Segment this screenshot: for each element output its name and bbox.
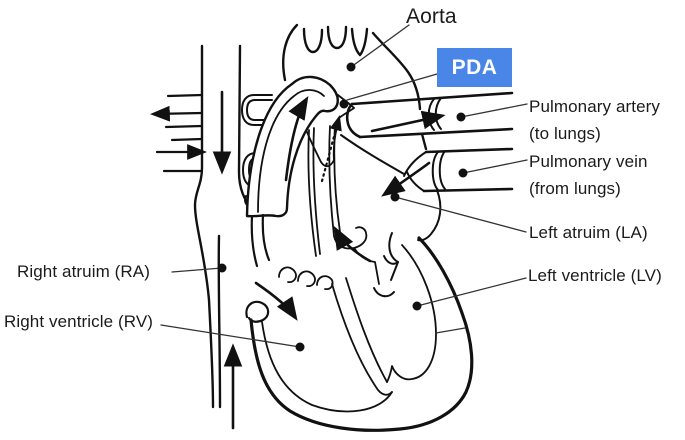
left-atrium-label: Left atruim (LA) bbox=[529, 223, 648, 242]
aorta-arch bbox=[282, 23, 428, 151]
aortic-outflow-and-valve bbox=[304, 94, 380, 285]
ventricles-structure bbox=[245, 236, 474, 432]
right-atrium-point-dot bbox=[217, 263, 227, 273]
ra-to-rv-arrow-icon bbox=[254, 281, 298, 321]
pulmonary-trunk bbox=[245, 75, 339, 268]
pa-tube-arrow-icon bbox=[370, 110, 446, 133]
blood-flow-arrows bbox=[254, 95, 446, 321]
heart-outer-wall bbox=[249, 236, 474, 432]
vena-cava-vessel bbox=[193, 44, 256, 430]
pulmonary-vein-label: Pulmonary vein (from lungs) bbox=[529, 148, 648, 202]
left-ventricle-label: Left ventricle (LV) bbox=[528, 266, 662, 285]
pulmonary-artery-label-line1: Pulmonary artery bbox=[529, 97, 661, 116]
pointer-dots bbox=[217, 62, 468, 352]
pda-label-box[interactable]: PDA bbox=[437, 48, 512, 87]
left-atrium-point-dot bbox=[390, 192, 400, 202]
right-ventricle-point-dot bbox=[295, 342, 305, 352]
pulmonary-vein-point-dot bbox=[458, 168, 468, 178]
right-atrium-label: Right atruim (RA) bbox=[17, 262, 151, 281]
aorta-label: Aorta bbox=[406, 5, 457, 28]
la-inflow-arrow-icon bbox=[381, 161, 431, 197]
septum-line-1 bbox=[331, 283, 393, 396]
septum-line-2 bbox=[345, 277, 388, 383]
lv-outflow-arrow-icon bbox=[333, 225, 372, 263]
aorta-point-dot bbox=[346, 62, 356, 72]
pda-label: PDA bbox=[451, 55, 498, 79]
left-atrium-structure bbox=[340, 134, 442, 298]
vena-cava-flow-lines bbox=[150, 93, 207, 173]
pulmonary-vein-label-line1: Pulmonary vein bbox=[529, 152, 648, 171]
right-ventricle-label: Right ventricle (RV) bbox=[4, 312, 154, 331]
pulmonary-vein-tube bbox=[403, 147, 514, 193]
pda-shunt-dotted-arrow-icon bbox=[320, 115, 342, 183]
right-ventricle-inner-wall bbox=[261, 321, 393, 413]
leader-lines bbox=[160, 24, 528, 348]
pulmonary-trunk-arrow-icon bbox=[284, 95, 309, 182]
pda-point-dot bbox=[339, 99, 349, 109]
flow-arrow-left-icon bbox=[150, 105, 204, 122]
pulmonary-vein-label-line2: (from lungs) bbox=[529, 179, 621, 198]
left-ventricle-point-dot bbox=[412, 301, 422, 311]
pulmonary-artery-label: Pulmonary artery (to lungs) bbox=[529, 93, 660, 147]
left-ventricle-cavity bbox=[386, 244, 437, 383]
pulmonary-artery-label-line2: (to lungs) bbox=[529, 124, 601, 143]
pulmonary-artery-point-dot bbox=[456, 112, 466, 122]
